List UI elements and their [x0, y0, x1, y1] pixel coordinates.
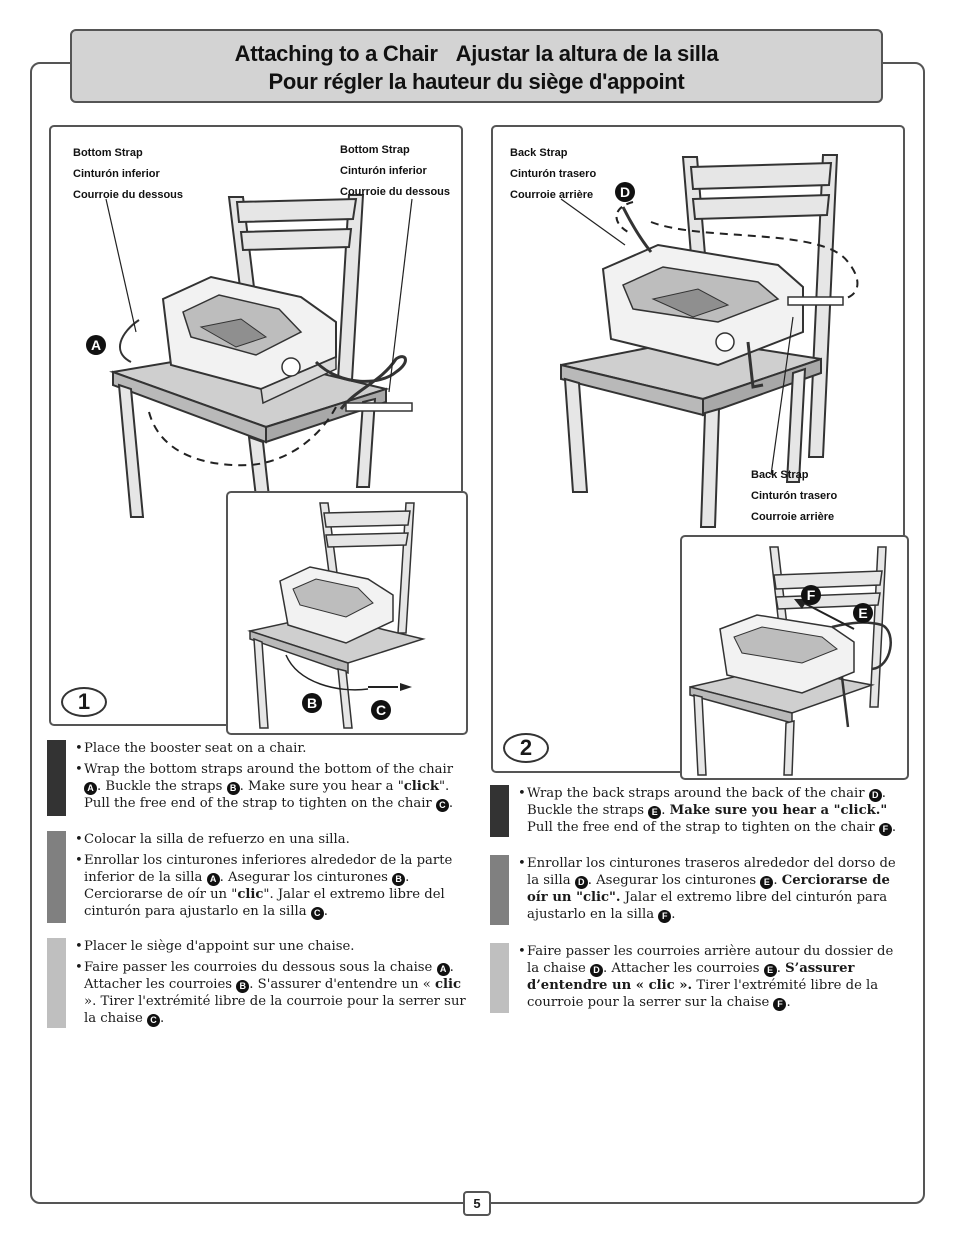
title-line-1: Attaching to a Chair Ajustar la altura de…: [72, 40, 881, 68]
letter-f-badge: F: [801, 585, 821, 605]
label-back-strap-fr-bottom: Courroie arrière: [751, 511, 835, 523]
step1-inset-illustration: [247, 502, 426, 729]
lang-bar-es: [47, 831, 66, 923]
lang-bar-en-2: [490, 785, 509, 837]
lang-bar-fr-2: [490, 943, 509, 1013]
step1-fr-block: Placer le siège d'appoint sur une chaise…: [47, 938, 467, 1028]
lang-bar-fr: [47, 938, 66, 1028]
step2-es-bullet-1: Enrollar los cinturones traseros alreded…: [518, 855, 903, 923]
step2-inset-illustration: [689, 546, 892, 776]
step2-inset-panel: F E: [680, 535, 909, 780]
step1-chair-illustration: [105, 194, 413, 518]
step1-fr-bullet-1: Placer le siège d'appoint sur une chaise…: [75, 938, 467, 955]
title-fr: Pour régler la hauteur du siège d'appoin…: [268, 69, 685, 94]
step2-label-top: Back Strap Cinturón trasero Courroie arr…: [510, 143, 596, 206]
lang-bar-en: [47, 740, 66, 816]
letter-b-badge: B: [302, 693, 322, 713]
step1-en-bullet-2: Wrap the bottom straps around the bottom…: [75, 761, 467, 812]
title-es: Ajustar la altura de la silla: [455, 41, 719, 66]
label-back-strap-en: Back Strap: [510, 147, 568, 159]
step2-fr-block: Faire passer les courroies arrière autou…: [490, 943, 910, 1013]
step1-es-bullet-2: Enrollar los cinturones inferiores alred…: [75, 852, 467, 920]
step2-chair-illustration: [560, 154, 859, 528]
letter-c-badge: C: [371, 700, 391, 720]
step1-fr-bullet-2: Faire passer les courroies du dessous so…: [75, 959, 467, 1027]
step1-en-bullet-1: Place the booster seat on a chair.: [75, 740, 467, 757]
step1-es-bullet-1: Colocar la silla de refuerzo en una sill…: [75, 831, 467, 848]
step1-en-block: Place the booster seat on a chair. Wrap …: [47, 740, 467, 816]
label-bottom-strap-fr: Courroie du dessous: [73, 189, 184, 201]
step2-fr-bullet-1: Faire passer les courroies arrière autou…: [518, 943, 903, 1011]
label-bottom-strap-es: Cinturón inferior: [73, 168, 160, 180]
page-number: 5: [463, 1191, 491, 1216]
label-back-strap-es: Cinturón trasero: [510, 168, 597, 180]
label-bottom-strap-fr-right: Courroie du dessous: [340, 186, 451, 198]
step1-es-block: Colocar la silla de refuerzo en una sill…: [47, 831, 467, 923]
label-bottom-strap-en-right: Bottom Strap: [340, 144, 410, 156]
title-en: Attaching to a Chair: [234, 41, 438, 66]
step1-number: 1: [61, 687, 107, 717]
step2-label-bottom: Back Strap Cinturón trasero Courroie arr…: [751, 465, 837, 528]
step2-en-block: Wrap the back straps around the back of …: [490, 785, 910, 837]
step2-es-block: Enrollar los cinturones traseros alreded…: [490, 855, 910, 925]
letter-e-badge: E: [853, 603, 873, 623]
step2-number: 2: [503, 733, 549, 763]
label-back-strap-en-bottom: Back Strap: [751, 469, 809, 481]
step1-inset-panel: B C: [226, 491, 468, 735]
label-back-strap-es-bottom: Cinturón trasero: [751, 490, 838, 502]
lang-bar-es-2: [490, 855, 509, 925]
label-bottom-strap-en: Bottom Strap: [73, 147, 143, 159]
step1-label-right: Bottom Strap Cinturón inferior Courroie …: [340, 140, 450, 203]
letter-d-badge: D: [615, 182, 635, 202]
letter-a-badge: A: [86, 335, 106, 355]
label-back-strap-fr: Courroie arrière: [510, 189, 594, 201]
label-bottom-strap-es-right: Cinturón inferior: [340, 165, 427, 177]
step1-label-left: Bottom Strap Cinturón inferior Courroie …: [73, 143, 183, 206]
step2-en-bullet-1: Wrap the back straps around the back of …: [518, 785, 903, 836]
page-title: Attaching to a Chair Ajustar la altura de…: [70, 29, 883, 103]
